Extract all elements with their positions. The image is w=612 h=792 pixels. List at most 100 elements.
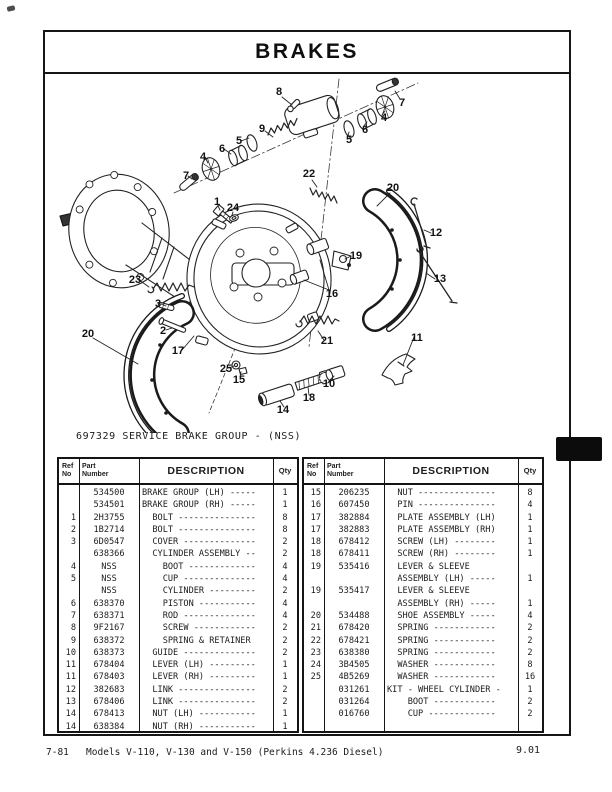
cell-description: PLATE ASSEMBLY (RH) [387, 524, 496, 535]
callout-label: 5 [346, 134, 352, 146]
pushrod-left [179, 173, 199, 191]
pushrod-right [375, 77, 399, 92]
wheel-cylinder [284, 94, 340, 139]
cell-ref-no: 16 [310, 500, 321, 511]
callout-label: 6 [219, 143, 225, 155]
cell-ref-no: 15 [310, 488, 321, 498]
header-part-number: Part Number [82, 463, 109, 478]
cell-ref-no: 17 [310, 512, 321, 523]
cell-description: PIN --------------- [387, 500, 496, 511]
cell-ref-no: 2 [70, 524, 76, 535]
cell-qty: 1 [527, 549, 533, 560]
cell-ref-no: 8 [70, 623, 76, 634]
cell-description: LEVER & SLEEVE [387, 586, 470, 597]
cell-ref-no: 14 [65, 709, 76, 720]
callout-label: 7 [399, 97, 405, 109]
cell-description: WASHER ------------ [387, 660, 496, 671]
cell-ref-no: 1 [70, 512, 76, 523]
cell-part-number: 607450 [338, 500, 370, 511]
brake-shoe-left [123, 293, 195, 433]
callout-label: 4 [381, 112, 388, 124]
cell-description: PLATE ASSEMBLY (LH) [387, 512, 496, 523]
callout-label: 3 [155, 298, 161, 310]
cell-part-number: 382884 [338, 512, 370, 523]
cell-part-number: 2H3755 [93, 512, 125, 523]
cell-ref-no: 19 [310, 561, 321, 572]
cell-qty: 4 [527, 500, 533, 511]
cell-part-number: 016760 [338, 709, 370, 720]
callout-label: 20 [387, 182, 399, 194]
cell-qty: 1 [527, 598, 533, 609]
cell-qty: 2 [527, 709, 533, 720]
cell-qty: 2 [282, 549, 288, 560]
callout-label: 11 [411, 332, 423, 344]
spring-22 [309, 187, 338, 204]
cell-ref-no [59, 585, 79, 597]
cell-description: CUP -------------- [142, 574, 256, 585]
cell-part-number: 638371 [93, 610, 125, 621]
page-title: BRAKES [255, 40, 359, 63]
cell-qty: 1 [282, 500, 288, 511]
cell-ref-no: 9 [70, 635, 76, 646]
exploded-diagram: 8 9 5 6 4 7 7 4 6 5 22 20 12 19 13 16 23… [59, 77, 458, 433]
cell-qty: 2 [527, 647, 533, 658]
cell-qty: 1 [282, 488, 288, 498]
cell-part-number: 678420 [338, 623, 370, 634]
cell-description: SPRING ------------ [387, 647, 496, 658]
cell-description: SHOE ASSEMBLY ----- [387, 610, 496, 621]
cell-part-number: NSS [101, 586, 117, 597]
cell-ref-no [59, 499, 79, 511]
header-qty: Qty [278, 466, 292, 475]
callout-label: 21 [321, 335, 333, 347]
cell-part-number: NSS [101, 574, 117, 585]
pivot-nut-10 [325, 365, 346, 382]
cell-part-number: 4B5269 [338, 672, 370, 683]
cell-description: LEVER (RH) --------- [142, 672, 256, 683]
cell-part-number: 638366 [93, 549, 125, 560]
callout-label: 1 [214, 196, 220, 208]
cell-description: NUT (RH) ----------- [142, 721, 256, 732]
title-band: BRAKES [45, 32, 569, 74]
table-header: Ref No Part Number DESCRIPTION Qty [59, 459, 297, 485]
callout-label: 9 [259, 123, 265, 135]
cell-ref-no [304, 708, 324, 720]
cell-description: NUT --------------- [387, 488, 496, 498]
cell-ref-no: 5 [70, 574, 76, 585]
cell-part-number: 031261 [338, 684, 370, 695]
callout-label: 20 [82, 328, 94, 340]
cell-description: BOLT --------------- [142, 512, 256, 523]
lever-11 [381, 353, 416, 386]
column-divider [324, 459, 326, 731]
callout-leader-lines [92, 90, 436, 408]
callout-label: 7 [183, 170, 189, 182]
header-qty: Qty [523, 466, 537, 475]
cell-qty: 4 [527, 610, 533, 621]
piston-left [228, 144, 248, 167]
cell-description: BOOT ------------ [387, 697, 496, 708]
column-divider [79, 459, 81, 731]
cup-right [343, 120, 355, 138]
cell-qty: 2 [282, 623, 288, 634]
callout-label: 8 [276, 86, 282, 98]
backing-plate [186, 203, 332, 355]
cell-description: LINK --------------- [142, 684, 256, 695]
washer-25 [231, 360, 241, 370]
cell-part-number: 678421 [338, 635, 370, 646]
cell-qty: 8 [527, 660, 533, 671]
cell-description: CUP ------------- [387, 709, 496, 720]
cell-qty: 8 [527, 488, 533, 498]
cell-description: SCREW ------------ [142, 623, 256, 634]
callout-label: 2 [160, 325, 166, 337]
cell-qty: 1 [282, 672, 288, 683]
cell-part-number: NSS [101, 561, 117, 572]
cell-qty: 2 [282, 635, 288, 646]
cell-part-number: 678406 [93, 697, 125, 708]
cell-description: LINK --------------- [142, 697, 256, 708]
cell-ref-no: 20 [310, 610, 321, 621]
cell-part-number [324, 573, 384, 585]
cell-qty: 16 [524, 672, 536, 683]
cell-part-number: 638384 [93, 721, 125, 732]
cell-qty: 2 [527, 635, 533, 646]
cell-ref-no: 24 [310, 660, 321, 671]
cell-ref-no [304, 684, 324, 696]
